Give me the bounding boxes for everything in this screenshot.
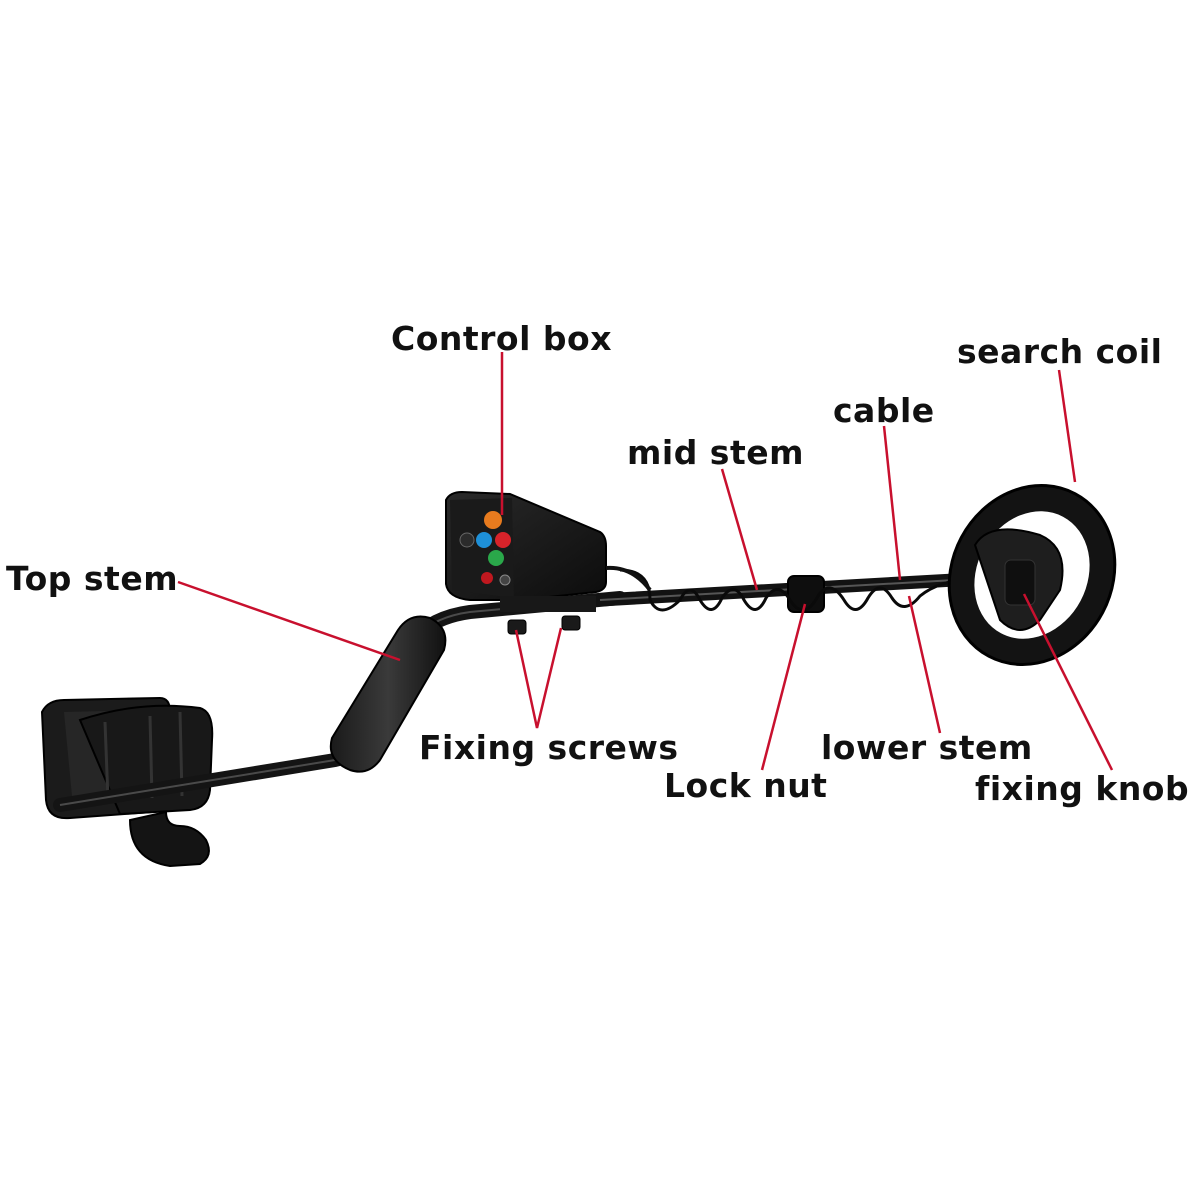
- label-lock-nut: Lock nut: [664, 766, 828, 805]
- label-cable: cable: [833, 391, 935, 430]
- knob-red: [495, 532, 511, 548]
- search-coil-graphic: [947, 484, 1117, 666]
- leader-lock-nut: [760, 603, 807, 771]
- knob-orange: [484, 511, 502, 529]
- leader-mid-stem: [720, 468, 759, 591]
- arm-cuff: [40, 696, 214, 868]
- knob-blue: [476, 532, 492, 548]
- label-search-coil: search coil: [957, 332, 1163, 371]
- leader-lower-stem: [907, 595, 942, 734]
- leader-search-coil: [1057, 369, 1077, 483]
- knob-black: [459, 532, 475, 548]
- knob-small-red: [481, 572, 493, 584]
- label-fixing-screws: Fixing screws: [419, 728, 679, 767]
- leader-fixing-screws: [514, 627, 563, 729]
- coiled-cable: [619, 568, 971, 612]
- leader-fixing-knob: [1022, 593, 1114, 771]
- label-control-box: Control box: [391, 319, 612, 358]
- leader-lines: [177, 352, 1114, 771]
- leader-cable: [882, 425, 902, 581]
- foam-grip: [329, 615, 447, 773]
- knob-green: [488, 550, 504, 566]
- label-fixing-knob: fixing knob: [975, 769, 1190, 808]
- label-mid-stem: mid stem: [627, 433, 804, 472]
- jack-socket: [499, 574, 511, 586]
- fixing-screws-graphic: [500, 596, 596, 635]
- label-top-stem: Top stem: [6, 559, 179, 598]
- control-box-body: [445, 490, 652, 601]
- leader-top-stem: [177, 580, 401, 662]
- label-lower-stem: lower stem: [821, 728, 1033, 767]
